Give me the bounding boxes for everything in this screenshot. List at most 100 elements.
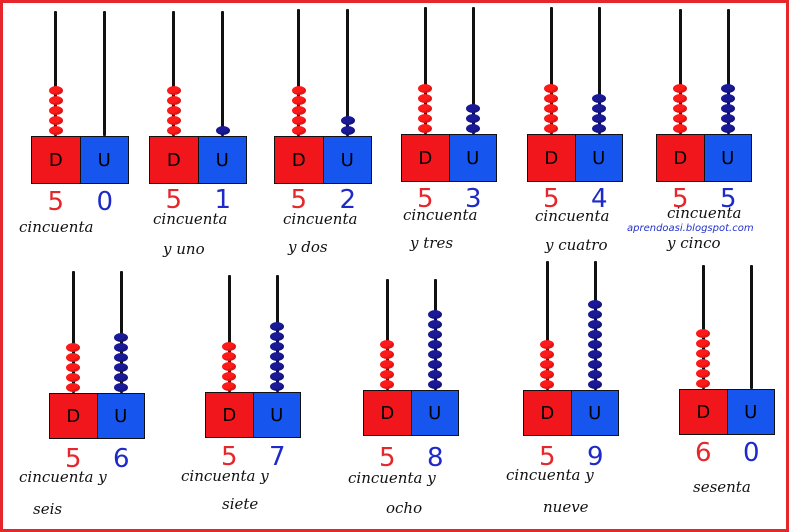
- tens-bead: [66, 383, 80, 392]
- units-bead: [592, 104, 606, 113]
- tens-rod: [678, 9, 682, 134]
- units-bead: [721, 124, 735, 133]
- tens-rod: [545, 261, 549, 390]
- tens-digit: 5: [417, 184, 434, 214]
- units-bead: [270, 342, 284, 351]
- units-bead: [428, 310, 442, 319]
- tens-bead: [418, 84, 432, 93]
- tens-bead: [673, 124, 687, 133]
- number-word-line-1: cincuenta: [535, 207, 610, 225]
- tens-bead: [66, 373, 80, 382]
- tens-bead: [380, 340, 394, 349]
- units-column-label: U: [727, 390, 774, 434]
- tens-bead: [544, 114, 558, 123]
- units-bead: [114, 383, 128, 392]
- tens-digit: 5: [290, 185, 308, 215]
- tens-column-label: D: [150, 137, 199, 183]
- units-rod: [346, 9, 349, 136]
- tens-bead: [48, 86, 63, 95]
- units-bead: [270, 362, 284, 371]
- tens-bead: [291, 126, 306, 135]
- tens-column-label: D: [524, 391, 572, 435]
- number-word-line-1: cincuenta: [283, 210, 358, 228]
- tens-bead: [291, 86, 306, 95]
- tens-bead: [418, 124, 432, 133]
- units-digit: 3: [465, 184, 482, 214]
- tens-digit: 5: [165, 185, 183, 215]
- units-rod: [749, 265, 753, 389]
- units-bead: [466, 104, 480, 113]
- tens-bead: [48, 116, 63, 125]
- units-bead: [592, 124, 606, 133]
- number-word-line-2: y cuatro: [545, 236, 608, 254]
- units-column-label: U: [97, 394, 144, 438]
- units-bead: [428, 320, 442, 329]
- tens-bead: [166, 116, 181, 125]
- units-bead: [588, 380, 602, 389]
- units-column-label: U: [704, 135, 751, 181]
- units-bead: [270, 322, 284, 331]
- units-rod: [103, 11, 106, 136]
- units-bead: [215, 126, 230, 135]
- units-bead: [428, 370, 442, 379]
- number-word-line-1: sesenta: [693, 478, 751, 496]
- tens-rod: [385, 279, 389, 390]
- units-bead: [270, 382, 284, 391]
- number-word-line-2: y dos: [288, 238, 328, 256]
- tens-bead: [544, 84, 558, 93]
- number-word-line-2: siete: [222, 495, 259, 513]
- tens-bead: [48, 96, 63, 105]
- number-word-line-1: cincuenta: [19, 218, 94, 236]
- units-digit: 9: [587, 442, 604, 472]
- tens-bead: [696, 379, 710, 388]
- units-bead: [428, 330, 442, 339]
- tens-bead: [222, 352, 236, 361]
- tens-bead: [544, 104, 558, 113]
- tens-bead: [222, 372, 236, 381]
- units-bead: [721, 84, 735, 93]
- number-word-line-2: ocho: [386, 499, 423, 517]
- tens-bead: [418, 104, 432, 113]
- units-bead: [721, 104, 735, 113]
- tens-bead: [66, 353, 80, 362]
- units-bead: [114, 363, 128, 372]
- tens-bead: [673, 94, 687, 103]
- units-bead: [721, 114, 735, 123]
- tens-bead: [540, 380, 554, 389]
- tens-column-label: D: [680, 390, 728, 434]
- tens-bead: [673, 84, 687, 93]
- number-word-line-1: cincuenta: [403, 206, 478, 224]
- tens-bead: [418, 114, 432, 123]
- units-bead: [721, 94, 735, 103]
- units-column-label: U: [198, 137, 246, 183]
- tens-rod: [423, 7, 427, 134]
- tens-digit: 5: [65, 444, 82, 474]
- tens-bead: [222, 362, 236, 371]
- number-word-line-1: cincuenta y: [348, 469, 436, 487]
- tens-bead: [66, 343, 80, 352]
- tens-bead: [291, 96, 306, 105]
- units-bead: [428, 350, 442, 359]
- units-bead: [114, 343, 128, 352]
- tens-bead: [222, 342, 236, 351]
- tens-bead: [166, 86, 181, 95]
- tens-column-label: D: [657, 135, 705, 181]
- units-bead: [270, 372, 284, 381]
- units-digit: 2: [339, 185, 357, 215]
- units-bead: [114, 373, 128, 382]
- tens-bead: [696, 329, 710, 338]
- tens-bead: [696, 349, 710, 358]
- tens-bead: [291, 106, 306, 115]
- tens-digit: 5: [379, 443, 396, 473]
- tens-digit: 5: [539, 442, 556, 472]
- number-word-line-1: cincuenta: [667, 204, 742, 222]
